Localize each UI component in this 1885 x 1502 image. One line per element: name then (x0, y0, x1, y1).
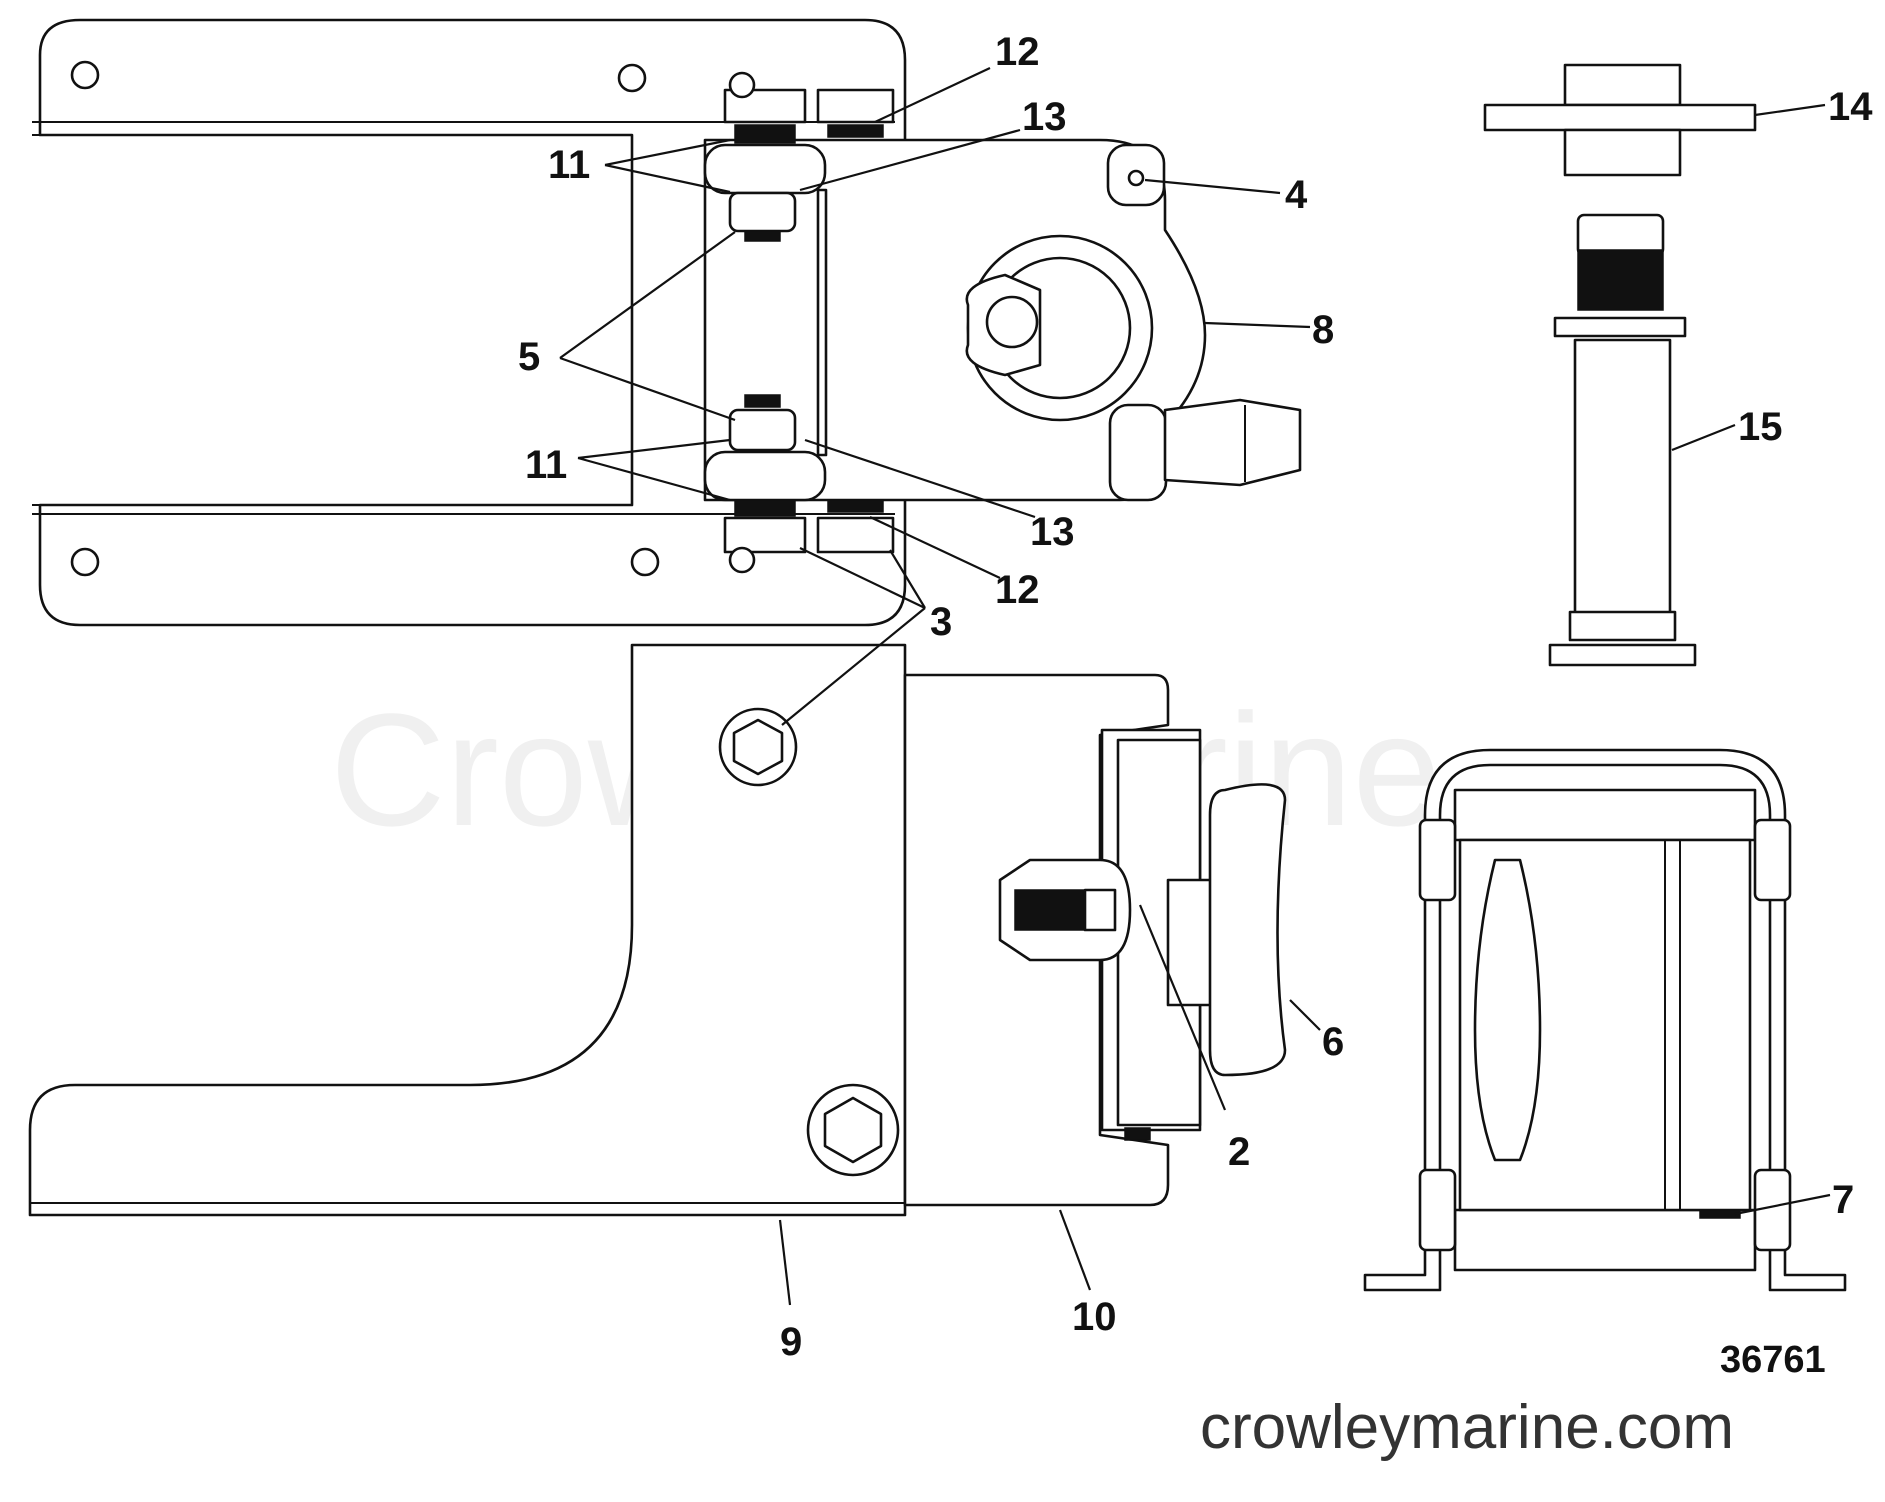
callout-6: 6 (1322, 1020, 1344, 1064)
leader-lines (559, 67, 1831, 1306)
callout-11-bottom: 11 (525, 443, 567, 487)
callout-15: 15 (1738, 405, 1783, 449)
callout-4: 4 (1285, 173, 1308, 217)
callout-8: 8 (1312, 308, 1334, 352)
callout-13-bottom: 13 (1030, 510, 1075, 554)
callout-11-top: 11 (548, 143, 590, 187)
callout-10: 10 (1072, 1295, 1117, 1339)
callout-7: 7 (1832, 1178, 1854, 1222)
callout-13-top: 13 (1022, 95, 1067, 139)
website-url: crowleymarine.com (1200, 1393, 1734, 1462)
callout-9: 9 (780, 1320, 802, 1364)
diagram-number: 36761 (1720, 1339, 1826, 1381)
callout-2: 2 (1228, 1130, 1250, 1174)
bottom-bracket (28, 643, 907, 1217)
callout-12-bottom: 12 (995, 568, 1040, 612)
end-view-assembly (1363, 748, 1847, 1292)
callout-14: 14 (1828, 85, 1873, 129)
callout-5: 5 (518, 335, 540, 379)
callout-3: 3 (930, 600, 952, 644)
clamp-ring (703, 138, 1302, 502)
clamp-body (903, 673, 1287, 1207)
callout-12-top: 12 (995, 30, 1040, 74)
part-14-washer (1483, 63, 1757, 177)
hinge-hardware (703, 71, 895, 574)
part-15-pin (1548, 213, 1697, 667)
